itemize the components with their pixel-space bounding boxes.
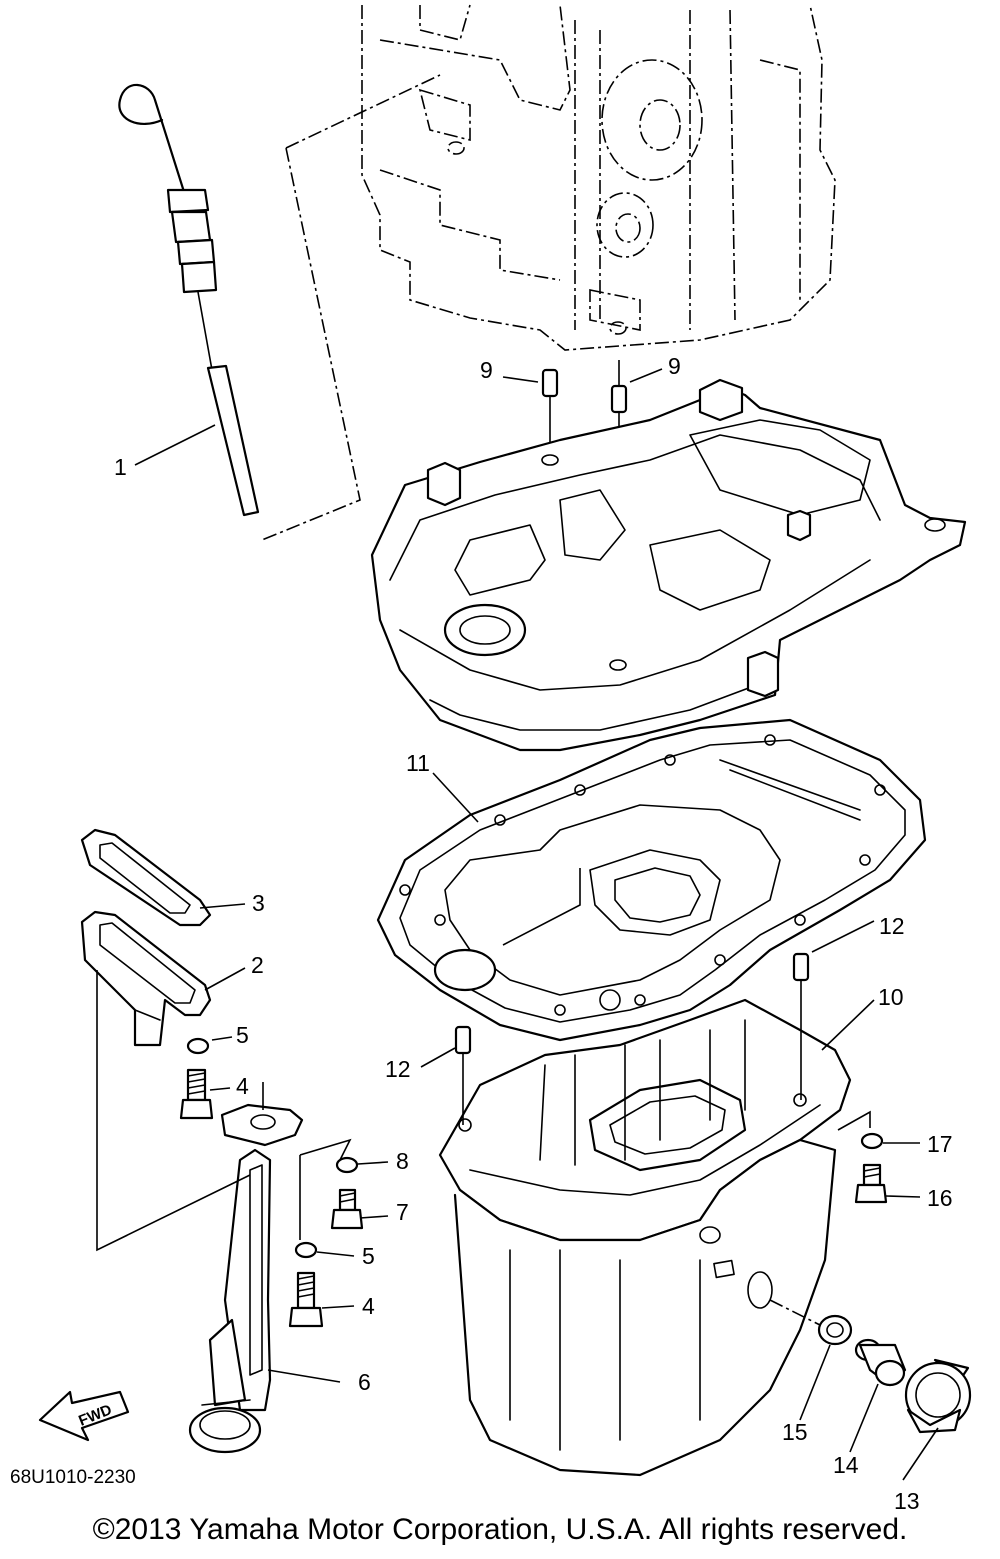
bolt-4-upper [179,1068,214,1120]
copyright-notice: ©2013 Yamaha Motor Corporation, U.S.A. A… [92,1513,908,1546]
callout-14: 14 [833,1452,859,1478]
strainer-housing [80,910,212,1047]
drawing-code: 68U1010-2230 [10,1467,136,1488]
bolt-16 [854,1163,888,1204]
drain-plug [854,1338,907,1387]
callout-4-lower: 4 [362,1293,375,1319]
callout-12-right: 12 [879,913,905,939]
pickup-guide-line [96,970,264,1252]
callout-17: 17 [927,1131,953,1157]
drain-gasket [817,1314,853,1346]
callout-7: 7 [396,1199,409,1225]
oil-dipstick [118,83,260,517]
callout-3: 3 [252,890,265,916]
callout-15: 15 [782,1419,808,1445]
strainer-gasket [80,828,212,927]
dipstick-guide-line [261,74,441,541]
callout-labels: 1 2 3 4 4 5 5 6 7 8 9 9 10 11 12 12 13 1… [114,353,953,1514]
bolt-4-lower [288,1271,324,1328]
callout-13: 13 [894,1488,920,1514]
pickup-flange-guide [299,1138,352,1240]
washer-5-upper [186,1037,210,1055]
dowel-pin-12-left [454,1025,472,1055]
dowel-pin-12-right [792,952,810,982]
callout-5-upper: 5 [236,1022,249,1048]
washer-17 [860,1132,884,1150]
callout-2: 2 [251,952,264,978]
callout-5-lower: 5 [362,1243,375,1269]
callout-4-upper: 4 [236,1073,249,1099]
washer-8 [335,1156,359,1174]
fwd-direction-arrow: FWD [38,1390,130,1442]
callout-12-left: 12 [385,1056,411,1082]
callout-16: 16 [927,1185,953,1211]
leader-lines [134,368,939,1481]
bolt-7 [330,1188,364,1230]
gasket-guide-line [502,868,581,946]
dowel-pin-9-right [610,384,628,414]
callout-11: 11 [406,750,430,776]
drain-cap [904,1358,972,1434]
dowel-pin-9-left [541,368,559,398]
callout-8: 8 [396,1148,409,1174]
callout-9-right: 9 [668,353,681,379]
washer-5-lower [294,1241,318,1259]
engine-block [361,4,836,351]
callout-9-left: 9 [480,357,493,383]
pin-12-guide-line [462,980,802,1125]
oil-pan-gasket [376,718,927,1042]
upper-casing [370,378,967,752]
callout-6: 6 [358,1369,371,1395]
callout-1: 1 [114,454,127,480]
oil-pan [438,998,852,1477]
pan-bolt-guide [837,1110,871,1131]
oil-pickup-tube [188,1103,304,1454]
callout-10: 10 [878,984,904,1010]
